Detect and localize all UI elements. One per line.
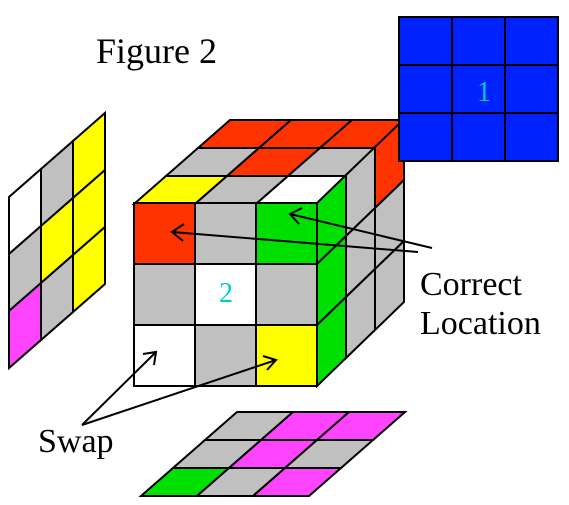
top-right-panel-sticker-r1-c1	[398, 16, 453, 66]
top-right-panel-sticker-r2-c3	[504, 64, 559, 114]
arrowhead-red	[170, 223, 185, 242]
arrow-to-white-corner	[81, 351, 157, 426]
left-face-panel	[8, 110, 106, 371]
top-right-face-panel	[398, 16, 559, 162]
top-right-label: 1	[477, 77, 491, 108]
top-right-panel-sticker-r3-c3	[504, 112, 559, 162]
arrowhead-yellow	[262, 355, 278, 371]
front-sticker-r3-c1	[133, 324, 196, 387]
cube-right-face	[316, 116, 405, 389]
top-right-panel-sticker-r1-c3	[504, 16, 559, 66]
top-right-panel-sticker-r3-c2	[451, 112, 506, 162]
cube-top-face	[131, 119, 416, 205]
correct-label: Correct	[420, 266, 523, 303]
location-label: Location	[420, 305, 541, 342]
arrowhead-white	[142, 350, 158, 366]
left-panel-sticker-r3-c3	[72, 224, 106, 315]
front-sticker-r1-c2	[194, 202, 257, 265]
top-right-panel-sticker-r1-c2	[451, 16, 506, 66]
center-label: 2	[219, 278, 233, 309]
top-right-panel-sticker-r2-c1	[398, 64, 453, 114]
bottom-panel-sticker-r3-c3	[250, 467, 344, 497]
front-sticker-r1-c3	[255, 202, 318, 265]
front-sticker-r2-c3	[255, 263, 318, 326]
swap-label: Swap	[38, 423, 114, 460]
front-sticker-r3-c3	[255, 324, 318, 387]
arrow-to-red-corner	[171, 231, 419, 253]
figure-title: Figure 2	[96, 31, 217, 71]
annotation-arrows	[81, 207, 433, 426]
bottom-face-panel	[138, 411, 408, 497]
top-right-panel-sticker-r3-c1	[398, 112, 453, 162]
cube-front-face	[133, 202, 318, 387]
front-sticker-r2-c1	[133, 263, 196, 326]
arrow-to-green-corner	[289, 213, 433, 249]
arrow-to-yellow-corner	[81, 359, 277, 426]
arrowhead-green	[288, 207, 303, 225]
